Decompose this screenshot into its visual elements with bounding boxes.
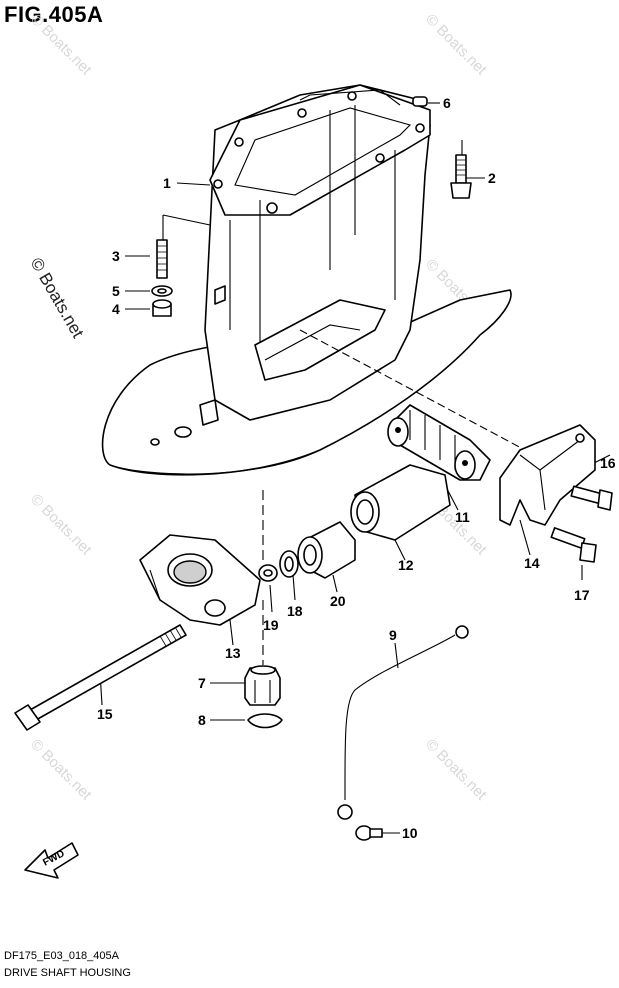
part-14-bracket: [499, 424, 596, 526]
callout-4: 4: [112, 301, 120, 317]
part-6-dowel-pin: [412, 96, 428, 107]
callout-11: 11: [455, 509, 470, 525]
callout-16: 16: [600, 455, 616, 471]
part-17-bolt: [550, 527, 597, 563]
part-20-sleeve: [297, 521, 356, 579]
figure-title: FIG.405A: [4, 2, 104, 27]
part-18-washer: [279, 550, 299, 578]
part-10-screw: [355, 825, 383, 841]
part-5-washer: [151, 285, 173, 297]
callout-2: 2: [488, 170, 496, 186]
callout-12: 12: [398, 557, 414, 573]
part-16-bolt: [570, 485, 613, 511]
drawing-title: DRIVE SHAFT HOUSING: [4, 967, 131, 979]
callout-5: 5: [112, 283, 120, 299]
part-4-nut: [152, 299, 172, 317]
callout-19: 19: [263, 617, 279, 633]
drive-shaft-housing: [101, 84, 512, 476]
part-19-washer: [258, 564, 278, 582]
callout-10: 10: [402, 825, 418, 841]
callout-numbers: 1 2 3 4 5 6 7 8 9 10 11 12 13 14 15 16 1…: [97, 95, 616, 841]
watermark: © Boats.net: [27, 11, 95, 79]
watermark: © Boats.net: [422, 11, 490, 79]
callout-13: 13: [225, 645, 241, 661]
callout-3: 3: [112, 248, 120, 264]
part-11-mount: [387, 404, 491, 481]
callout-18: 18: [287, 603, 303, 619]
watermark: © Boats.net: [27, 736, 95, 804]
part-3-stud: [156, 239, 168, 279]
part-13-clamp: [139, 534, 261, 626]
callout-9: 9: [389, 627, 397, 643]
callout-1: 1: [163, 175, 171, 191]
callout-14: 14: [524, 555, 540, 571]
callout-8: 8: [198, 712, 206, 728]
leader-lines: [99, 102, 611, 834]
watermark-dark: © Boats.net: [27, 255, 88, 342]
model-code: DF175_E03_018_405A: [4, 950, 119, 962]
watermark: © Boats.net: [27, 491, 95, 559]
part-12-mount: [350, 464, 451, 541]
callout-7: 7: [198, 675, 206, 691]
callout-17: 17: [574, 587, 590, 603]
callout-15: 15: [97, 706, 113, 722]
callout-20: 20: [330, 593, 346, 609]
callout-6: 6: [443, 95, 451, 111]
fwd-arrow: FWD: [24, 842, 79, 879]
watermark: © Boats.net: [422, 736, 490, 804]
part-7-nut: [244, 665, 281, 706]
part-9-ground-wire: [337, 625, 469, 820]
part-2-bolt: [450, 154, 472, 199]
part-8-clip: [247, 713, 283, 729]
part-15-bolt: [14, 624, 187, 731]
